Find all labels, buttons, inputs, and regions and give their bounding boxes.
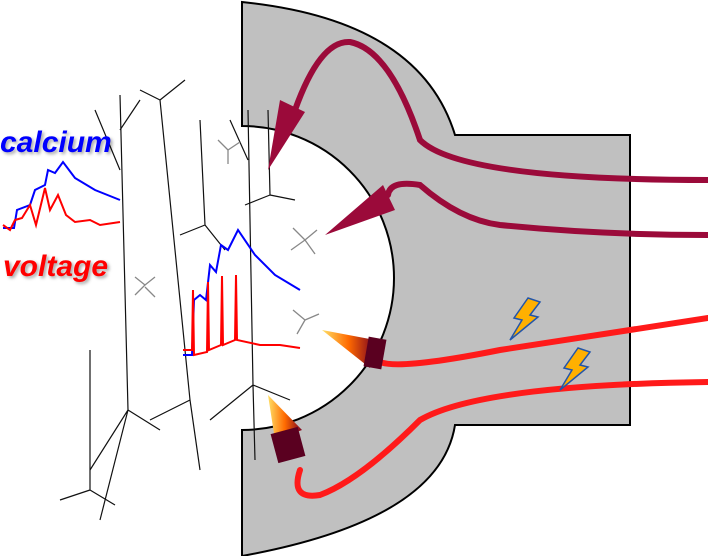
calcium-trace-right: [183, 228, 301, 356]
calcium-trace-left: [3, 160, 121, 229]
voltage-trace-left: [2, 187, 121, 232]
lightning-icon: [509, 297, 542, 341]
electrode-wires: [292, 39, 708, 499]
voltage-trace-right: [183, 274, 301, 357]
neurons: [59, 79, 296, 521]
stim-electrode-1: [322, 330, 375, 368]
electrodes: [268, 100, 395, 464]
recording-electrode-1: [268, 100, 305, 170]
lightning-icon: [559, 347, 592, 391]
traces: [2, 160, 301, 357]
calcium-label: calcium: [0, 126, 112, 159]
voltage-label: voltage: [3, 250, 109, 283]
glia: [134, 139, 320, 335]
recording-wire-2: [385, 180, 708, 238]
recording-chamber: [241, 0, 631, 556]
lightning-icons: [509, 297, 592, 391]
stim-wire-1: [377, 315, 708, 368]
recording-wire-1: [292, 39, 708, 183]
recording-electrode-2: [325, 185, 395, 235]
stim-wire-2: [294, 379, 708, 499]
